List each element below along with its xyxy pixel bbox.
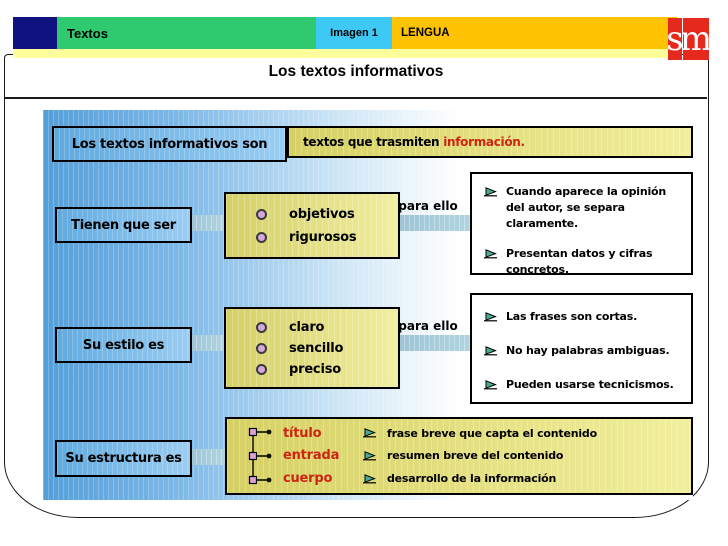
flag-arrow-icon [484,187,497,197]
page-title: Los textos informativos [268,63,444,80]
flag-arrow-icon [363,428,376,438]
sm-logo: s [668,18,682,60]
list-item: rigurosos [256,230,398,245]
structure-desc-wrap: frase breve que capta el contenido [363,427,597,440]
tab-textos-label: Textos [67,25,108,41]
definition-predicate-box: textos que trasmiten información. [287,126,693,158]
connector [394,335,472,351]
structure-term: cuerpo [283,471,333,487]
tab-imagen[interactable]: Imagen 1 [316,17,392,49]
definition-predicate: textos que trasmiten [303,135,440,149]
structure-desc-wrap: desarrollo de la información [363,472,556,485]
section-label: Su estructura es [65,451,182,466]
note-text: Pueden usarse tecnicismos. [506,378,674,391]
structure-box: título frase breve que capta el contenid… [225,417,693,495]
section-label: Su estilo es [82,337,165,353]
section-label-box: Tienen que ser [55,207,192,243]
structure-row: título frase breve que capta el contenid… [227,426,691,441]
tab-lengua[interactable]: LENGUA [392,17,677,49]
connector [186,335,226,351]
notes-box: Cuando aparece la opinión del autor, se … [470,172,693,278]
list-item: claro [256,320,398,335]
flag-arrow-icon [363,473,376,484]
note-text: Cuando aparece la opinión del autor, se … [506,185,667,230]
note-text: No hay palabras ambiguas. [506,344,670,357]
sm-logo-m: m [683,19,709,59]
header-navy-block [13,17,57,49]
tab-imagen-label: Imagen 1 [330,27,378,39]
flag-arrow-icon [484,249,497,259]
connector [186,215,226,231]
connector [394,215,472,231]
flag-arrow-icon [363,451,376,461]
bullet-icon [256,208,267,220]
flag-arrow-icon [484,312,497,322]
structure-desc: desarrollo de la información [387,472,557,486]
section-label-box: Su estructura es [55,440,192,477]
connector-label: para ello [398,319,458,333]
structure-desc-wrap: resumen breve del contenido [363,449,563,462]
list-item: sencillo [256,341,398,356]
connector-label: para ello [398,199,458,213]
note-item: Las frases son cortas. [484,309,685,325]
list-item-label: sencillo [289,340,344,356]
flag-arrow-icon [484,346,497,356]
note-item: Cuando aparece la opinión del autor, se … [484,184,685,232]
tab-lengua-label: LENGUA [401,27,450,39]
section-label-box: Su estilo es [55,327,192,363]
structure-desc: resumen breve del contenido [387,449,564,463]
structure-term: entrada [283,448,340,464]
notes-box: Las frases son cortas. No hay palabras a… [470,293,693,404]
connector [186,449,227,465]
style-box: claro sencillo preciso [224,307,400,389]
note-item: Pueden usarse tecnicismos. [484,377,685,393]
structure-term: título [283,425,322,441]
definition-subject-box: Los textos informativos son [52,126,287,162]
header-underline-strip [13,49,668,58]
bullet-icon [256,363,267,375]
list-item: preciso [256,362,398,377]
structure-row: entrada resumen breve del contenido [227,448,691,463]
note-text: Las frases son cortas. [506,310,638,323]
list-item-label: claro [289,319,325,335]
section-label: Tienen que ser [71,217,176,233]
tab-textos[interactable]: Textos [57,17,326,49]
note-item: Presentan datos y cifras concretos. [484,246,685,278]
bullet-icon [256,342,267,354]
title-divider [5,97,707,99]
list-item-label: rigurosos [289,229,357,245]
bullet-icon [256,231,267,243]
note-item: No hay palabras ambiguas. [484,343,685,359]
note-text: Presentan datos y cifras concretos. [506,247,653,276]
sm-logo: m [683,18,709,60]
structure-desc: frase breve que capta el contenido [387,426,597,440]
flag-arrow-icon [484,380,497,390]
list-item-label: preciso [289,361,341,377]
definition-subject: Los textos informativos son [71,136,268,152]
sm-logo-s: s [668,19,682,59]
list-item-label: objetivos [289,206,355,222]
definition-predicate-highlight: información. [443,135,525,149]
qualities-box: objetivos rigurosos [224,192,400,259]
list-item: objetivos [256,207,398,222]
tree-connector-icon [248,427,272,485]
bullet-icon [256,321,267,333]
structure-row: cuerpo desarrollo de la información [227,471,691,486]
